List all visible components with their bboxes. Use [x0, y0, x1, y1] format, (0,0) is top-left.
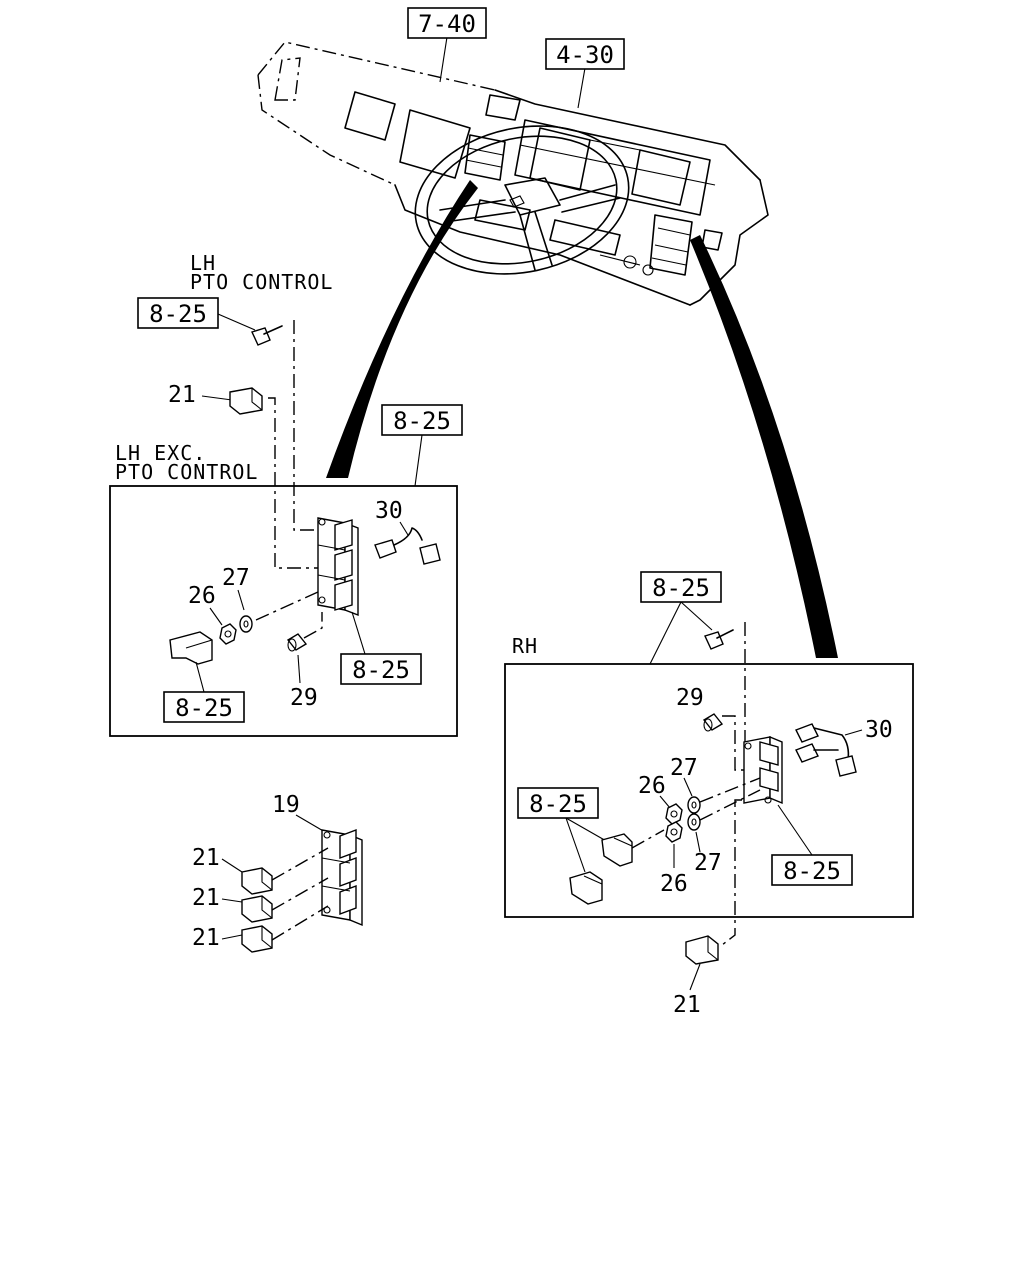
ref-box-lh-knob: 8-25	[163, 691, 245, 723]
rh-screw-icon	[704, 629, 734, 650]
svg-text:27: 27	[670, 755, 698, 781]
svg-text:4-30: 4-30	[556, 41, 614, 69]
svg-text:30: 30	[375, 498, 403, 524]
rh-panel	[504, 663, 914, 918]
switch-assembly-icon	[321, 828, 363, 927]
ref-box-lh-switch: 8-25	[340, 653, 422, 685]
rh-knob-lower-icon	[569, 871, 603, 905]
svg-text:29: 29	[290, 685, 318, 711]
rh-connector-icon	[795, 723, 857, 777]
svg-text:19: 19	[272, 792, 300, 818]
bracket-a-icon	[241, 867, 273, 895]
svg-text:PTO CONTROL: PTO CONTROL	[115, 460, 258, 484]
bracket-c-icon	[241, 925, 273, 953]
svg-text:8-25: 8-25	[175, 694, 233, 722]
ref-box-rh-switch: 8-25	[771, 854, 853, 886]
rh-bracket-icon	[685, 935, 719, 965]
svg-text:7-40: 7-40	[418, 10, 476, 38]
ref-box-4-30: 4-30	[545, 38, 625, 70]
bracket-b-icon	[241, 895, 273, 923]
ref-box-7-40: 7-40	[407, 7, 487, 39]
callout-wedges	[326, 180, 838, 658]
lh-exc-caption: LH EXC. PTO CONTROL	[115, 441, 258, 484]
svg-text:21: 21	[192, 885, 220, 911]
rh-washer-upper-icon	[687, 796, 701, 814]
svg-text:21: 21	[673, 992, 701, 1018]
svg-text:8-25: 8-25	[352, 656, 410, 684]
ref-box-lh-screw: 8-25	[137, 297, 219, 329]
rh-knob-upper-icon	[601, 833, 633, 867]
svg-text:8-25: 8-25	[652, 574, 710, 602]
svg-text:27: 27	[222, 565, 250, 591]
svg-text:30: 30	[865, 717, 893, 743]
svg-text:26: 26	[638, 773, 666, 799]
ref-box-lh-exc-panel: 8-25	[381, 404, 463, 436]
svg-text:26: 26	[660, 871, 688, 897]
lh-bulb-icon	[286, 633, 308, 652]
svg-text:8-25: 8-25	[393, 407, 451, 435]
rh-nut-upper-icon	[665, 803, 683, 825]
lh-screw-icon	[251, 325, 283, 346]
svg-text:PTO CONTROL: PTO CONTROL	[190, 270, 333, 294]
lh-nut-icon	[219, 623, 237, 645]
lh-bracket-icon	[229, 387, 263, 415]
svg-text:21: 21	[168, 382, 196, 408]
rh-switch-block	[743, 735, 783, 805]
svg-text:21: 21	[192, 845, 220, 871]
svg-text:26: 26	[188, 583, 216, 609]
rh-nut-lower-icon	[665, 821, 683, 843]
svg-text:27: 27	[694, 850, 722, 876]
svg-text:LH: LH	[190, 251, 216, 275]
dashboard-illustration	[257, 36, 769, 306]
rh-bulb-icon	[702, 713, 724, 732]
svg-text:8-25: 8-25	[783, 857, 841, 885]
lh-knob-icon	[169, 631, 213, 665]
lh-washer-icon	[239, 615, 253, 633]
ref-box-rh-screw: 8-25	[640, 571, 722, 603]
svg-text:LH EXC.: LH EXC.	[115, 441, 206, 465]
svg-text:8-25: 8-25	[529, 790, 587, 818]
lh-pto-control-caption: LH PTO CONTROL	[190, 251, 333, 294]
lh-connector-icon	[374, 527, 441, 565]
svg-text:21: 21	[192, 925, 220, 951]
svg-text:RH: RH	[512, 634, 538, 658]
ref-box-rh-knob: 8-25	[517, 787, 599, 819]
rh-washer-lower-icon	[687, 813, 701, 831]
lh-exc-panel	[109, 485, 458, 737]
lh-switch-block	[317, 517, 359, 617]
svg-text:8-25: 8-25	[149, 300, 207, 328]
svg-text:29: 29	[676, 685, 704, 711]
